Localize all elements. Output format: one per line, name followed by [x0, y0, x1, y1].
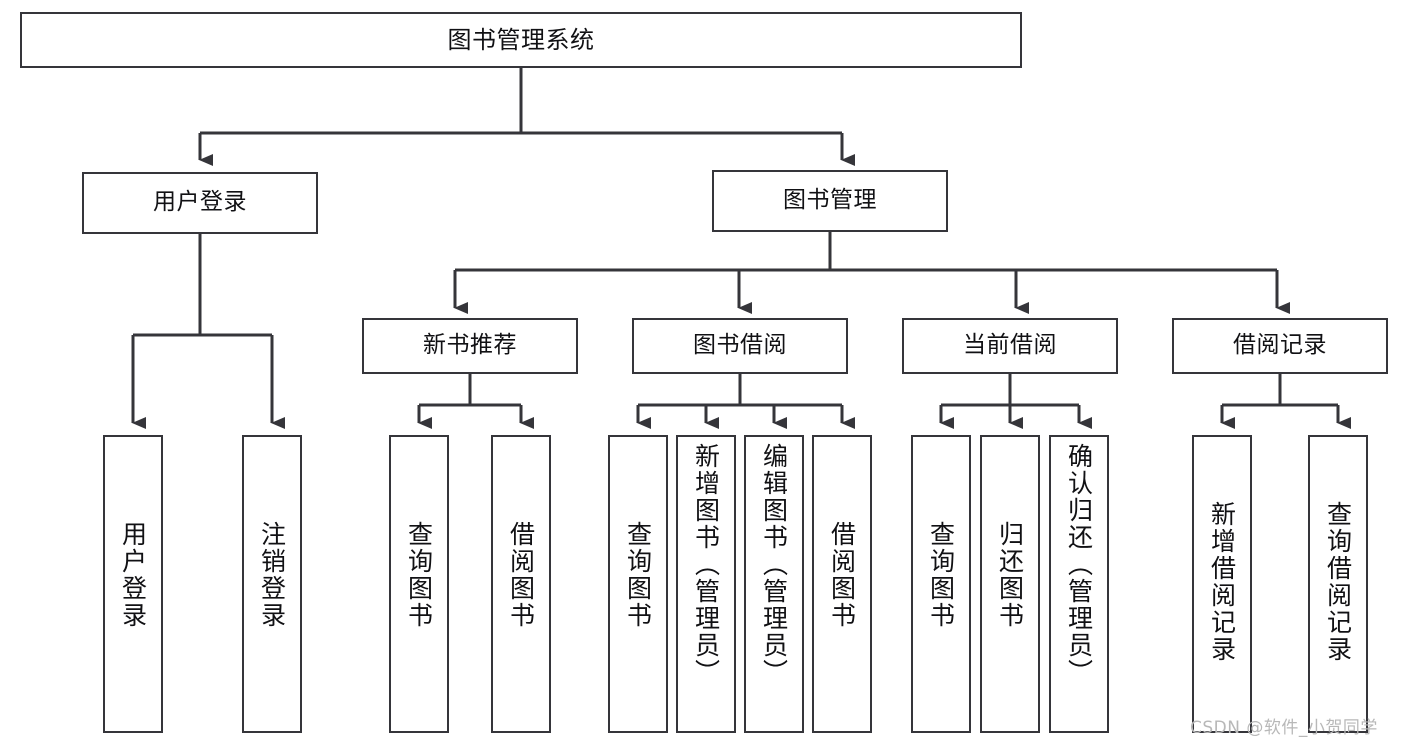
node-label: 用户登录	[153, 189, 247, 216]
node-user-login[interactable]: 用户登录	[82, 172, 318, 234]
node-label: 新书推荐	[423, 332, 517, 359]
node-label: 当前借阅	[963, 332, 1057, 359]
node-label: 注销登录	[257, 521, 287, 629]
node-book-borrow[interactable]: 图书借阅	[632, 318, 848, 374]
node-label: 新增图书（管理员）	[691, 443, 721, 686]
node-label: 借阅图书	[827, 521, 857, 629]
node-leaf-borrow-book-2[interactable]: 借阅图书	[812, 435, 872, 733]
node-label: 借阅图书	[506, 521, 536, 629]
node-label: 借阅记录	[1233, 332, 1327, 359]
node-leaf-edit-book[interactable]: 编辑图书（管理员）	[744, 435, 804, 733]
node-leaf-add-record[interactable]: 新增借阅记录	[1192, 435, 1252, 733]
node-label: 新增借阅记录	[1207, 501, 1237, 663]
node-label: 用户登录	[118, 521, 148, 629]
node-label: 查询图书	[623, 521, 653, 629]
csdn-watermark: CSDN @软件_小贺同学	[1190, 718, 1378, 738]
node-leaf-query-book-3[interactable]: 查询图书	[911, 435, 971, 733]
node-book-manage[interactable]: 图书管理	[712, 170, 948, 232]
node-leaf-return-book[interactable]: 归还图书	[980, 435, 1040, 733]
node-root-system[interactable]: 图书管理系统	[20, 12, 1022, 68]
node-leaf-borrow-book-1[interactable]: 借阅图书	[491, 435, 551, 733]
node-leaf-query-record[interactable]: 查询借阅记录	[1308, 435, 1368, 733]
node-leaf-user-login[interactable]: 用户登录	[103, 435, 163, 733]
node-label: 图书管理系统	[447, 25, 595, 54]
node-label: 确认归还（管理员）	[1064, 443, 1094, 686]
node-leaf-query-book-1[interactable]: 查询图书	[389, 435, 449, 733]
node-leaf-logout-login[interactable]: 注销登录	[242, 435, 302, 733]
node-leaf-confirm-return[interactable]: 确认归还（管理员）	[1049, 435, 1109, 733]
node-new-book-recommend[interactable]: 新书推荐	[362, 318, 578, 374]
node-label: 图书借阅	[693, 332, 787, 359]
node-label: 编辑图书（管理员）	[759, 443, 789, 686]
node-label: 查询图书	[926, 521, 956, 629]
node-label: 查询图书	[404, 521, 434, 629]
node-label: 查询借阅记录	[1323, 501, 1353, 663]
node-label: 归还图书	[995, 521, 1025, 629]
node-label: 图书管理	[783, 187, 877, 214]
node-current-borrow[interactable]: 当前借阅	[902, 318, 1118, 374]
node-leaf-query-book-2[interactable]: 查询图书	[608, 435, 668, 733]
node-leaf-add-book[interactable]: 新增图书（管理员）	[676, 435, 736, 733]
node-borrow-record[interactable]: 借阅记录	[1172, 318, 1388, 374]
